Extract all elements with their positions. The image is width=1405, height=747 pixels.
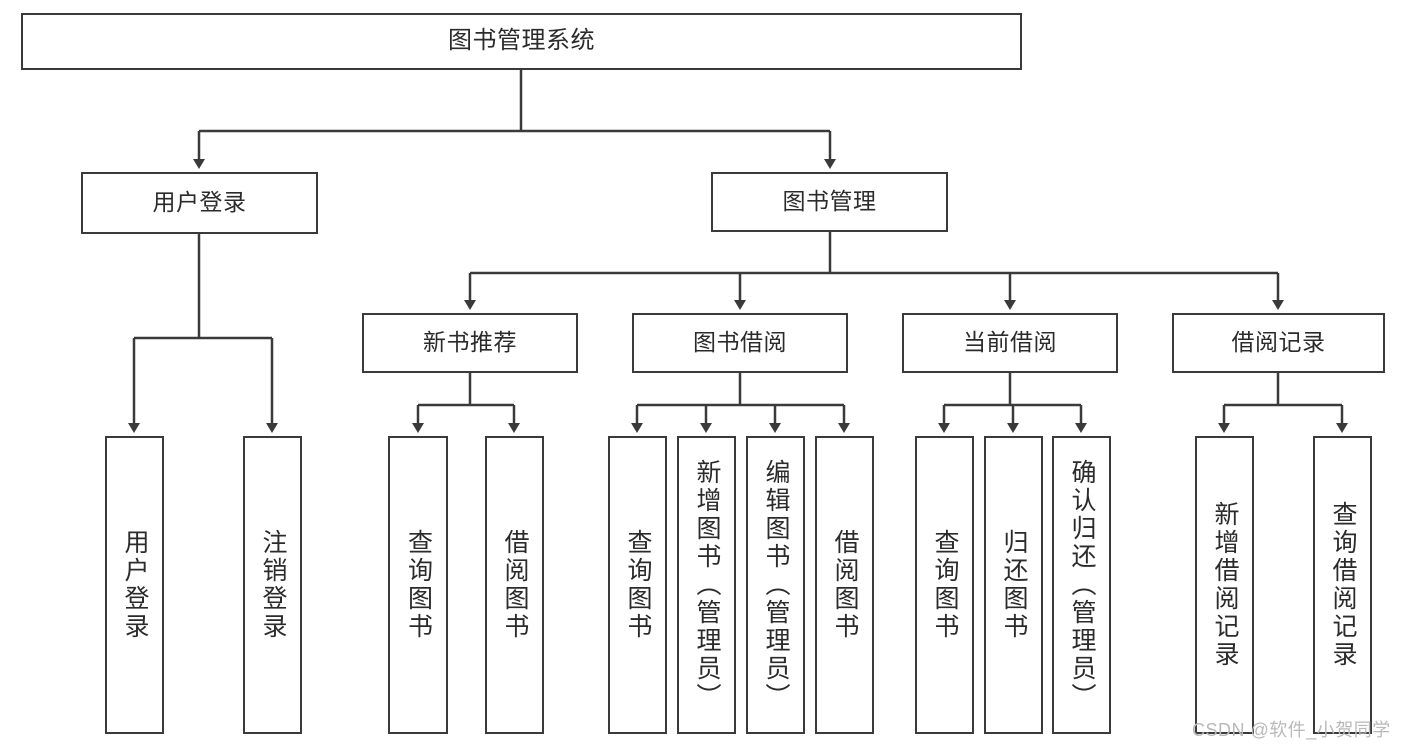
- node-leaf-query-book-1-label: 查询图书: [404, 529, 433, 641]
- node-leaf-return-book-label: 归还图书: [1000, 529, 1028, 641]
- node-borrow-record[interactable]: 借阅记录: [1172, 313, 1385, 373]
- node-leaf-logout-label: 注销登录: [259, 529, 287, 641]
- node-root-label: 图书管理系统: [448, 27, 595, 55]
- node-leaf-borrow-book-1-label: 借阅图书: [501, 529, 529, 641]
- node-leaf-borrow-book-1[interactable]: 借阅图书: [485, 436, 544, 734]
- node-leaf-add-record-label: 新增借阅记录: [1211, 501, 1239, 669]
- node-leaf-add-book[interactable]: 新增图书（管理员）: [677, 436, 736, 734]
- node-leaf-borrow-book-2-label: 借阅图书: [831, 529, 859, 641]
- node-book-manage[interactable]: 图书管理: [711, 172, 948, 232]
- node-leaf-confirm-return-label: 确认归还（管理员）: [1068, 459, 1096, 711]
- node-leaf-query-book-2-label: 查询图书: [624, 529, 652, 641]
- node-leaf-confirm-return[interactable]: 确认归还（管理员）: [1052, 436, 1111, 734]
- node-new-book-rec[interactable]: 新书推荐: [362, 313, 578, 373]
- node-leaf-add-record[interactable]: 新增借阅记录: [1195, 436, 1254, 734]
- node-book-manage-label: 图书管理: [782, 188, 877, 215]
- node-leaf-logout[interactable]: 注销登录: [243, 436, 302, 734]
- node-current-borrow[interactable]: 当前借阅: [902, 313, 1118, 373]
- node-leaf-return-book[interactable]: 归还图书: [984, 436, 1043, 734]
- node-leaf-user-login[interactable]: 用户登录: [105, 436, 164, 734]
- node-leaf-edit-book[interactable]: 编辑图书（管理员）: [746, 436, 805, 734]
- node-current-borrow-label: 当前借阅: [963, 329, 1057, 356]
- node-leaf-add-book-label: 新增图书（管理员）: [693, 459, 721, 711]
- node-borrow-record-label: 借阅记录: [1231, 329, 1326, 356]
- node-leaf-query-book-3-label: 查询图书: [931, 529, 959, 641]
- node-leaf-query-book-1[interactable]: 查询图书: [388, 436, 448, 734]
- node-user-login[interactable]: 用户登录: [81, 172, 318, 234]
- node-leaf-query-record[interactable]: 查询借阅记录: [1313, 436, 1372, 734]
- node-leaf-borrow-book-2[interactable]: 借阅图书: [815, 436, 874, 734]
- node-leaf-query-record-label: 查询借阅记录: [1329, 501, 1357, 669]
- node-leaf-user-login-label: 用户登录: [121, 529, 149, 641]
- node-leaf-edit-book-label: 编辑图书（管理员）: [762, 459, 790, 711]
- node-book-borrow[interactable]: 图书借阅: [632, 313, 848, 373]
- node-book-borrow-label: 图书借阅: [693, 329, 787, 356]
- node-leaf-query-book-3[interactable]: 查询图书: [915, 436, 974, 734]
- node-root[interactable]: 图书管理系统: [21, 13, 1022, 70]
- node-user-login-label: 用户登录: [152, 189, 247, 216]
- node-new-book-rec-label: 新书推荐: [423, 329, 517, 356]
- node-leaf-query-book-2[interactable]: 查询图书: [608, 436, 667, 734]
